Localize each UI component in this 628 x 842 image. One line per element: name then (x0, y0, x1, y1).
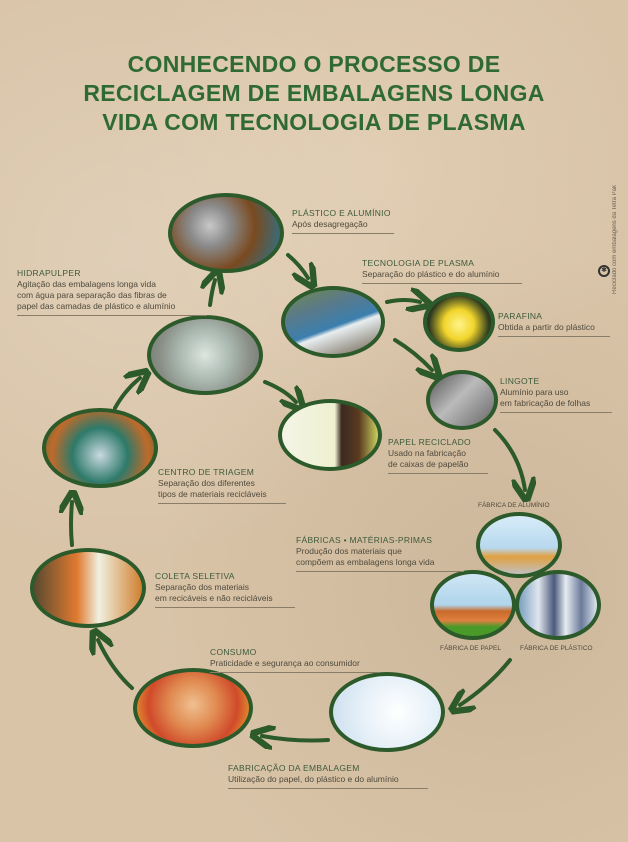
label-title: PARAFINA (498, 311, 543, 321)
arrow (286, 253, 308, 278)
arrow (71, 502, 72, 547)
arrow (493, 428, 525, 490)
photo-fabricacao-embalagem (329, 672, 445, 752)
photo-coleta (30, 548, 146, 628)
label-text: Após desagregação (292, 219, 368, 229)
label-fabricas: FÁBRICAS • MATÉRIAS-PRIMAS Produção dos … (296, 535, 464, 572)
label-fabricacao: FABRICAÇÃO DA EMBALAGEM Utilização do pa… (228, 763, 428, 789)
title-line: RECICLAGEM DE EMBALAGENS LONGA (83, 80, 545, 106)
label-title: FÁBRICAS • MATÉRIAS-PRIMAS (296, 535, 433, 545)
photo-hidrapulper (147, 315, 263, 395)
label-triagem: CENTRO DE TRIAGEM Separação dos diferent… (158, 467, 286, 504)
label-text: Praticidade e segurança ao consumidor (210, 658, 360, 668)
photo-fabrica-aluminio (476, 512, 562, 578)
label-text: Separação do plástico e do alumínio (362, 269, 500, 279)
label-title: CENTRO DE TRIAGEM (158, 467, 255, 477)
label-text: de caixas de papelão (388, 459, 469, 469)
arrow (98, 640, 134, 690)
label-text: em recicáveis e não recicláveis (155, 593, 273, 603)
label-papel-reciclado: PAPEL RECICLADO Usado na fabricação de c… (388, 437, 488, 474)
label-lingote: LINGOTE Alumínio para uso em fabricação … (500, 376, 612, 413)
factory-label-plastico: FÁBRICA DE PLÁSTICO (520, 645, 593, 652)
photo-fabrica-plastico (515, 570, 601, 640)
arrow (460, 658, 512, 705)
arrow (210, 280, 215, 307)
label-text: papel das camadas de plástico e alumínio (17, 301, 176, 311)
label-text: Produção dos materiais que (296, 546, 402, 556)
label-text: Obtida a partir do plástico (498, 322, 595, 332)
recycle-icon: ✱ (598, 265, 610, 277)
label-text: compõem as embalagens longa vida (296, 557, 435, 567)
arrow (263, 380, 296, 402)
factory-label-papel: FÁBRICA DE PAPEL (440, 645, 501, 652)
label-text: Separação dos diferentes (158, 478, 255, 488)
label-hidrapulper: HIDRAPULPER Agitação das embalagens long… (17, 268, 207, 316)
label-title: PAPEL RECICLADO (388, 437, 471, 447)
label-text: Separação dos materiais (155, 582, 250, 592)
label-coleta: COLETA SELETIVA Separação dos materiais … (155, 571, 295, 608)
label-text: Usado na fabricação (388, 448, 466, 458)
label-title: COLETA SELETIVA (155, 571, 235, 581)
label-title: PLÁSTICO E ALUMÍNIO (292, 208, 391, 218)
arrow (393, 338, 432, 370)
factory-label-aluminio: FÁBRICA DE ALUMÍNIO (478, 502, 550, 509)
label-title: LINGOTE (500, 376, 540, 386)
label-text: Alumínio para uso (500, 387, 569, 397)
label-title: CONSUMO (210, 647, 257, 657)
label-plastico-aluminio: PLÁSTICO E ALUMÍNIO Após desagregação (292, 208, 394, 234)
label-title: HIDRAPULPER (17, 268, 81, 278)
label-text: com água para separação das fibras de (17, 290, 167, 300)
title-line: VIDA COM TECNOLOGIA DE PLASMA (102, 109, 526, 135)
label-plasma: TECNOLOGIA DE PLASMA Separação do plásti… (362, 258, 522, 284)
label-title: TECNOLOGIA DE PLASMA (362, 258, 475, 268)
photo-plasma (281, 286, 385, 358)
label-title: FABRICAÇÃO DA EMBALAGEM (228, 763, 360, 773)
label-text: Agitação das embalagens longa vida (17, 279, 156, 289)
photo-papel-reciclado (278, 399, 382, 471)
label-parafina: PARAFINA Obtida a partir do plástico (498, 311, 610, 337)
arrow (262, 736, 330, 741)
label-text: tipos de materiais recicláveis (158, 489, 267, 499)
label-text: Utilização do papel, do plástico e do al… (228, 774, 399, 784)
poster-title: CONHECENDO O PROCESSO DE RECICLAGEM DE E… (0, 50, 628, 137)
photo-triagem (42, 408, 158, 488)
photo-plastico-aluminio (168, 193, 284, 273)
arrow (113, 378, 140, 410)
label-text: em fabricação de folhas (500, 398, 591, 408)
title-line: CONHECENDO O PROCESSO DE (127, 51, 501, 77)
photo-consumo (133, 668, 253, 748)
arrow (385, 300, 420, 302)
photo-parafina (423, 292, 495, 352)
photo-fabrica-papel (430, 570, 516, 640)
label-consumo: CONSUMO Praticidade e segurança ao consu… (210, 647, 380, 673)
photo-lingote (426, 370, 498, 430)
